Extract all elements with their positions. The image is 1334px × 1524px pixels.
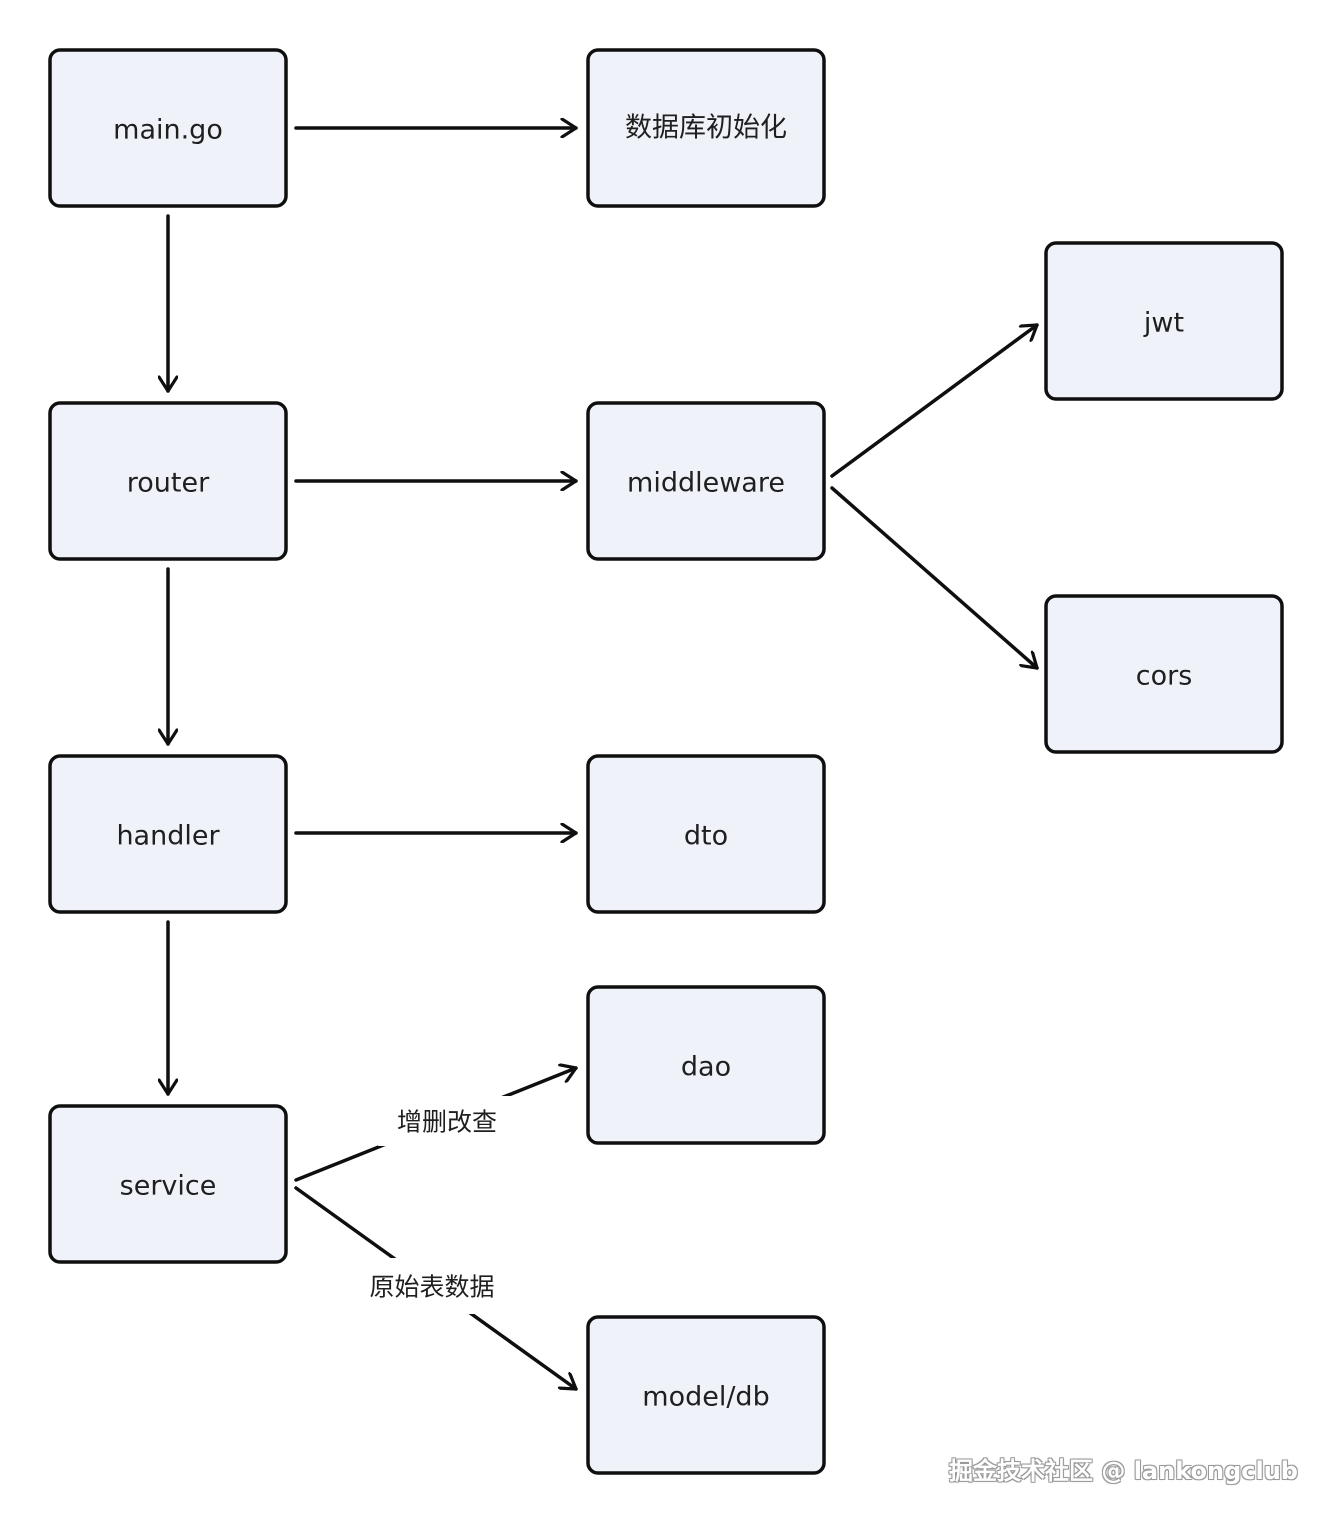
node-router: router (48, 401, 288, 561)
node-router-label: router (127, 468, 210, 499)
edge-label-service-model-text: 原始表数据 (369, 1273, 494, 1302)
node-main-go: main.go (48, 48, 288, 208)
node-db-init: 数据库初始化 (586, 48, 826, 208)
node-service-label: service (120, 1171, 217, 1202)
node-cors-label: cors (1136, 661, 1193, 692)
node-model-db-label: model/db (642, 1382, 769, 1413)
edge-label-service-model: 原始表数据 (352, 1258, 516, 1314)
node-dao-label: dao (681, 1052, 731, 1083)
edge-middleware-to-cors (830, 486, 1039, 670)
node-jwt: jwt (1044, 241, 1284, 401)
node-model-db: model/db (586, 1315, 826, 1475)
node-cors: cors (1044, 594, 1284, 754)
edge-label-service-dao-text: 增删改查 (397, 1108, 497, 1137)
edge-label-service-dao: 增删改查 (378, 1096, 516, 1146)
watermark: 掘金技术社区 @ lankongclub (948, 1457, 1298, 1485)
node-service: service (48, 1104, 288, 1264)
node-middleware: middleware (586, 401, 826, 561)
node-dto-label: dto (684, 821, 728, 852)
node-handler-label: handler (116, 821, 220, 852)
node-handler: handler (48, 754, 288, 914)
node-main-go-label: main.go (113, 115, 223, 146)
node-dto: dto (586, 754, 826, 914)
node-middleware-label: middleware (627, 468, 785, 499)
node-db-init-label: 数据库初始化 (625, 113, 787, 144)
node-dao: dao (586, 985, 826, 1145)
edge-middleware-to-jwt (830, 323, 1039, 478)
node-jwt-label: jwt (1143, 308, 1184, 339)
